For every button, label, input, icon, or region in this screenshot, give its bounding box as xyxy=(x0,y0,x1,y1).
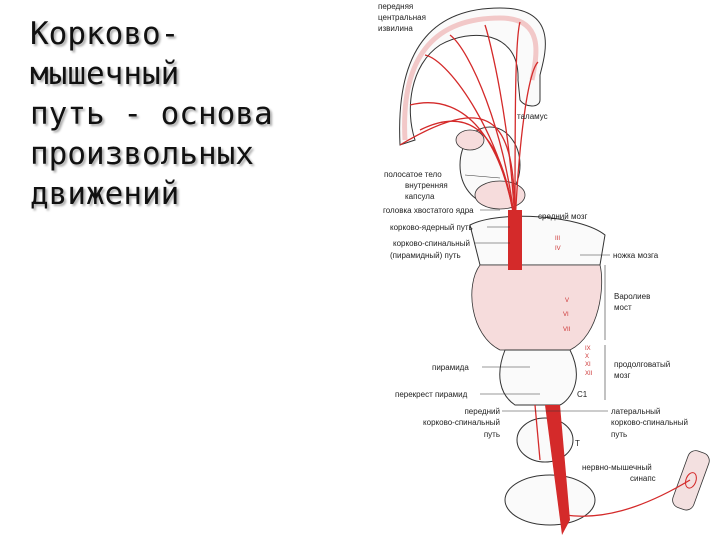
motor-nerve xyxy=(564,479,691,517)
tract-fibers xyxy=(399,21,539,226)
cranial-nerve-xii: XII xyxy=(585,371,593,377)
label-corticospinal-2: (пирамидный) путь xyxy=(390,251,461,260)
svg-text:передняя: передняя xyxy=(378,2,413,11)
label-corticospinal-1: корково-спинальный xyxy=(393,239,470,248)
cranial-nerve-xi: XI xyxy=(585,362,591,368)
medulla-shape xyxy=(499,349,577,406)
label-c1: C1 xyxy=(577,390,588,399)
cranial-nerve-ix: IX xyxy=(585,346,591,352)
svg-text:путь: путь xyxy=(611,430,627,439)
cortex-outline xyxy=(399,7,546,146)
label-anterior-tract: передний корково-спинальный путь xyxy=(423,407,500,439)
svg-text:корково-спинальный: корково-спинальный xyxy=(423,418,500,427)
svg-text:передний: передний xyxy=(464,407,500,416)
corticospinal-tract-band xyxy=(508,210,522,270)
label-corticonuclear-tract: корково-ядерный путь xyxy=(390,223,473,232)
cranial-nerve-iii: III xyxy=(555,236,560,242)
cranial-nerve-iv: IV xyxy=(555,246,561,252)
spinal-segment-lower xyxy=(504,474,596,526)
label-cerebral-peduncle: ножка мозга xyxy=(613,251,659,260)
muscle-fiber xyxy=(672,450,710,511)
cranial-nerve-x: X xyxy=(585,354,589,360)
label-precentral-gyrus: передняя центральная извилина xyxy=(378,2,426,33)
label-pons-1: Варолиев xyxy=(614,292,650,301)
label-synapse-2: синапс xyxy=(630,474,656,483)
label-caudate-head: головка хвостатого ядра xyxy=(383,206,474,215)
label-pyramidal-decussation: перекрест пирамид xyxy=(395,390,468,399)
label-internal-capsule-1: внутренняя xyxy=(405,181,448,190)
anterior-tract xyxy=(534,404,541,461)
label-midbrain: средний мозг xyxy=(538,212,587,221)
svg-text:корково-спинальный: корково-спинальный xyxy=(611,418,688,427)
label-medulla-1: продолговатый xyxy=(614,360,670,369)
cranial-nerve-vii: VII xyxy=(563,327,571,333)
label-pyramid: пирамида xyxy=(432,363,469,372)
label-internal-capsule-2: капсула xyxy=(405,192,435,201)
label-pons-2: мост xyxy=(614,303,632,312)
spinal-segment-upper xyxy=(516,417,574,463)
lateral-tract xyxy=(545,405,570,535)
svg-text:центральная: центральная xyxy=(378,13,426,22)
cranial-nerve-vi: VI xyxy=(563,312,569,318)
slide-title: Корково- мышечный путь - основа произвол… xyxy=(30,16,273,212)
label-lateral-tract: латеральный корково-спинальный путь xyxy=(611,407,688,439)
label-thalamus: таламус xyxy=(517,112,548,121)
striatum-shape xyxy=(455,129,485,151)
label-medulla-2: мозг xyxy=(614,371,631,380)
label-synapse-1: нервно-мышечный xyxy=(582,463,652,472)
svg-text:латеральный: латеральный xyxy=(611,407,660,416)
svg-text:извилина: извилина xyxy=(378,24,413,33)
label-striatum: полосатое тело xyxy=(384,170,442,179)
svg-text:путь: путь xyxy=(484,430,500,439)
label-t-level: T xyxy=(575,439,580,448)
leader-lines xyxy=(464,174,610,412)
cortex-gray-band xyxy=(402,15,539,141)
pons-shape xyxy=(471,264,603,351)
midbrain-shape xyxy=(469,215,606,266)
cranial-nerve-v: V xyxy=(565,298,569,304)
